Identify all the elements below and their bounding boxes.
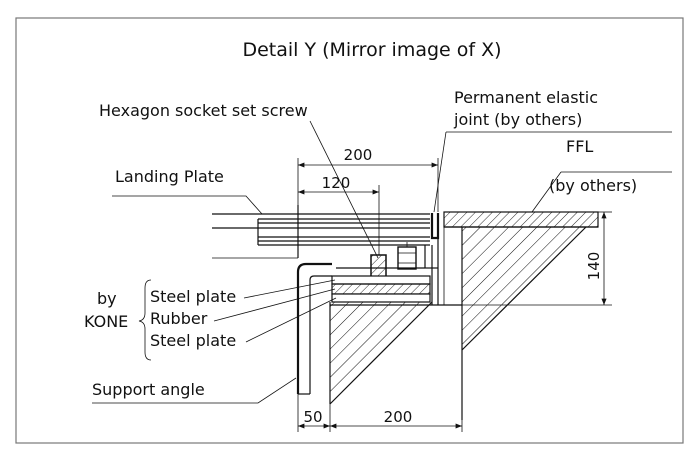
edge-profile	[430, 213, 440, 240]
steel-plate-top	[331, 275, 431, 285]
kone-brace	[138, 279, 152, 361]
label-hexagon-screw: Hexagon socket set screw	[99, 101, 308, 120]
leader-ffl	[531, 171, 562, 213]
leader-rubber	[213, 288, 336, 322]
label-permanent-joint-2: joint (by others)	[453, 110, 582, 129]
nut	[397, 246, 417, 270]
leader-hexagon-screw	[309, 120, 379, 259]
leader-support-angle	[92, 377, 297, 404]
drawing-frame	[15, 17, 684, 444]
label-steel-plate-top: Steel plate	[150, 287, 236, 306]
steel-plate-bottom	[331, 293, 431, 303]
label-ffl-2: (by others)	[549, 176, 637, 195]
set-screw	[370, 254, 387, 278]
support-hatch	[330, 302, 432, 404]
slab-hatch	[462, 227, 586, 350]
leader-landing-plate	[112, 195, 263, 215]
dim-bottom-200: 200	[384, 408, 413, 426]
label-support-angle: Support angle	[92, 380, 205, 399]
leader-steel-plate-top	[243, 279, 336, 299]
label-kone: KONE	[84, 312, 128, 331]
dim-bottom-50: 50	[303, 408, 322, 426]
label-permanent-joint-1: Permanent elastic	[454, 88, 598, 107]
label-steel-plate-bottom: Steel plate	[150, 331, 236, 350]
dim-top-120: 120	[322, 174, 351, 192]
label-by: by	[97, 289, 117, 308]
ffl-screed	[443, 211, 599, 228]
label-landing-plate: Landing Plate	[115, 167, 224, 186]
label-ffl-1: FFL	[566, 137, 593, 156]
leader-steel-plate-bottom	[245, 297, 337, 343]
rubber-layer	[331, 283, 431, 295]
dim-right-140: 140	[585, 252, 603, 281]
detail-title: Detail Y (Mirror image of X)	[242, 39, 501, 61]
support-angle-body	[296, 262, 332, 394]
label-rubber: Rubber	[150, 309, 208, 328]
dim-top-200: 200	[344, 146, 373, 164]
leader-permanent-joint	[433, 131, 447, 213]
